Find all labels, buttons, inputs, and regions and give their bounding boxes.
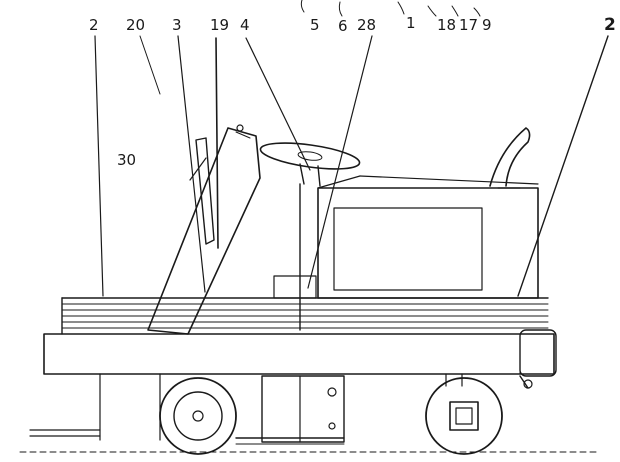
operator-seat <box>489 127 531 189</box>
callout-20: 20 <box>126 16 145 34</box>
callout-3: 3 <box>172 16 182 34</box>
leader-line-19 <box>215 37 219 249</box>
callout-arc <box>451 5 459 17</box>
leader-line-4 <box>245 37 311 171</box>
pedal-housing <box>273 275 317 299</box>
callout-9: 9 <box>482 16 492 34</box>
callout-2-left: 2 <box>89 16 99 34</box>
chassis-frame <box>43 333 555 375</box>
callout-1: 1 <box>406 14 416 32</box>
engine-cover <box>317 175 539 299</box>
handle-post <box>195 137 215 245</box>
callout-28: 28 <box>357 16 376 34</box>
rear-hitch <box>519 375 533 389</box>
callout-19: 19 <box>210 16 229 34</box>
leader-line-20 <box>139 35 161 95</box>
callout-arc <box>338 1 343 17</box>
front-wheel <box>159 377 237 455</box>
callout-17: 17 <box>459 16 478 34</box>
callout-6: 6 <box>338 17 348 35</box>
rear-bumper <box>519 329 557 377</box>
callout-5: 5 <box>310 16 320 34</box>
platform-deck <box>61 297 549 335</box>
steering-column <box>147 124 261 335</box>
callout-arc <box>473 7 481 17</box>
rear-wheel <box>425 373 503 455</box>
callout-18: 18 <box>437 16 456 34</box>
leader-line-2-left <box>94 35 104 297</box>
callout-2-right: 2 <box>604 15 616 35</box>
callout-arc <box>300 0 305 13</box>
steering-wheel <box>259 142 361 187</box>
leader-line-3 <box>177 35 206 293</box>
leader-line-2-right <box>517 35 609 297</box>
callout-arc <box>397 1 405 15</box>
callout-arc <box>427 5 437 17</box>
callout-4: 4 <box>240 16 250 34</box>
lower-housing <box>29 373 345 445</box>
callout-30: 30 <box>117 151 136 169</box>
